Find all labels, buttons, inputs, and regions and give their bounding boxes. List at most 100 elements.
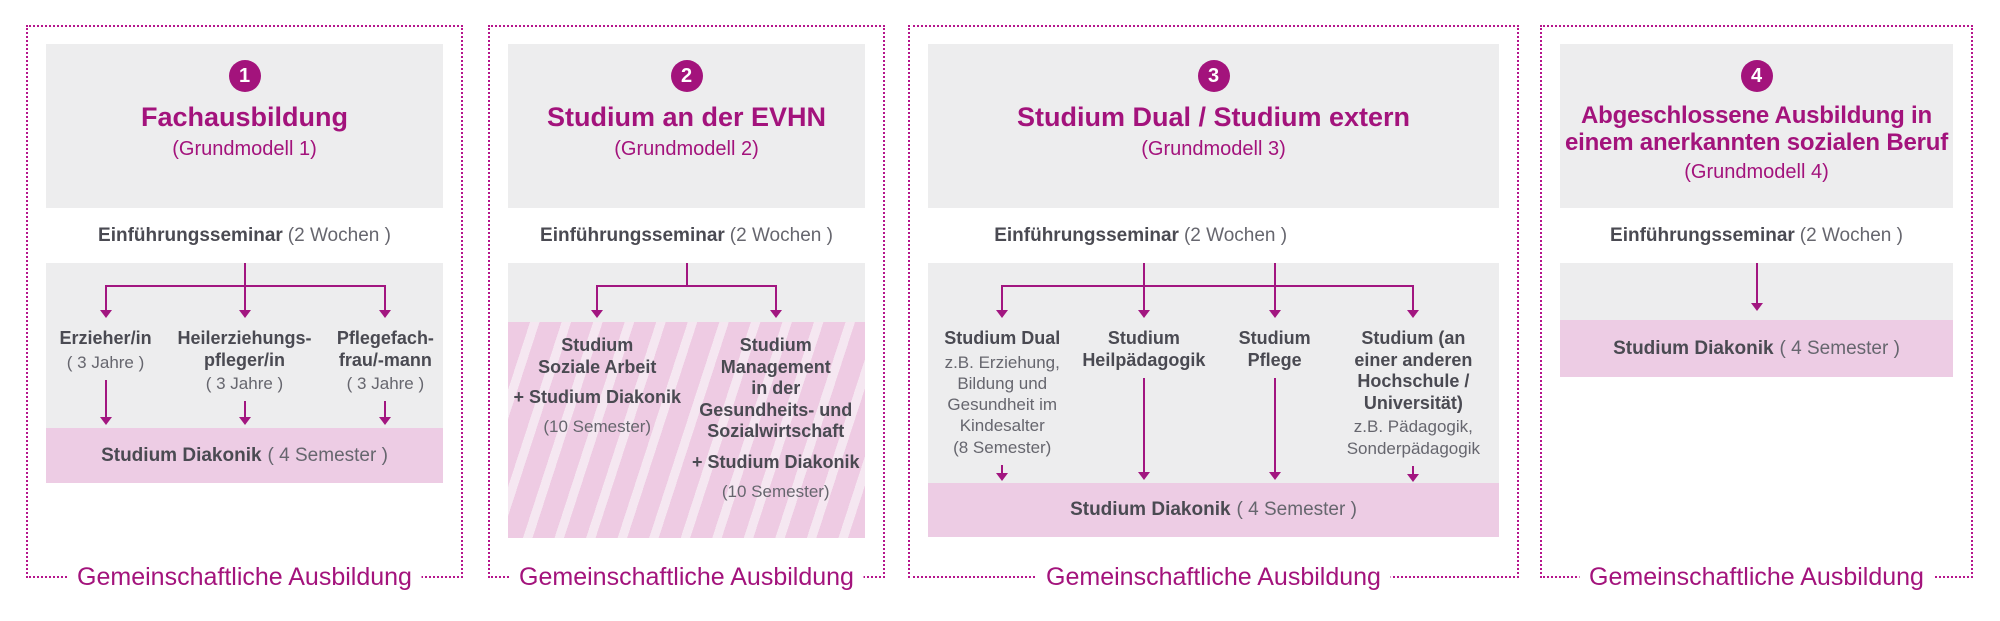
connector-line xyxy=(1412,285,1415,311)
arrow-down-icon xyxy=(591,310,604,318)
seminar-label: Einführungsseminar xyxy=(540,225,725,246)
arrow-head-icon xyxy=(1137,472,1150,480)
connector-line xyxy=(1755,263,1758,304)
arrow-head-icon xyxy=(996,472,1009,481)
branch-tree xyxy=(1560,263,1953,320)
result-note: ( 4 Semester ) xyxy=(1236,499,1357,520)
model-title: Studium an der EVHN xyxy=(546,102,827,132)
branch-note: ( 3 Jahre ) xyxy=(205,374,284,394)
studium-diakonik-box: Studium Diakonik ( 4 Semester ) xyxy=(46,428,443,483)
connector-bar xyxy=(1002,285,1414,287)
program-plus: + Studium Diakonik xyxy=(691,451,860,472)
integrated-study-box: Studium Soziale Arbeit + Studium Diakoni… xyxy=(508,322,865,538)
branch-note: z.B. Erziehung, Bildung und Gesundheit i… xyxy=(944,352,1060,457)
branch-studium-andere-hochschule: Studium (an einer anderen Hochschule / U… xyxy=(1338,318,1488,482)
arrow-down xyxy=(99,379,112,425)
panel-grundmodell-4: 4 Abgeschlossene Ausbildung in einem ane… xyxy=(1540,25,1973,592)
branch-text: Heilerziehungs- pfleger/in ( 3 Jahre ) xyxy=(177,328,311,394)
program-note: (10 Semester) xyxy=(721,481,830,501)
arrow-head-icon xyxy=(1268,472,1281,480)
arrow-down-icon xyxy=(1407,310,1420,318)
branch-text: Studium Heilpädagogik xyxy=(1082,328,1205,371)
branch-name: Pflegefach- frau/-mann xyxy=(336,328,434,370)
branch-name: Studium (an einer anderen Hochschule / U… xyxy=(1354,328,1473,413)
connector-line xyxy=(104,379,107,418)
branch-tree: Erzieher/in ( 3 Jahre ) Heilerziehungs- … xyxy=(46,263,443,428)
arrow-down-icon xyxy=(238,310,251,318)
program-plus: + Studium Diakonik xyxy=(513,387,682,408)
arrow-down-icon xyxy=(379,310,392,318)
branch-text: Studium (an einer anderen Hochschule / U… xyxy=(1347,328,1480,459)
branch-name: Erzieher/in xyxy=(59,328,152,348)
seminar-label: Einführungsseminar xyxy=(1610,225,1795,246)
program-name: Studium Management in der Gesundheits- u… xyxy=(699,335,853,442)
connector-line xyxy=(243,401,246,418)
seminar-line: Einführungsseminar(2 Wochen ) xyxy=(28,225,461,248)
seminar-line: Einführungsseminar(2 Wochen ) xyxy=(1542,225,1971,248)
bottom-label: Gemeinschaftliche Ausbildung xyxy=(1036,563,1391,592)
connector-stem xyxy=(1273,263,1276,285)
branch-text: Studium Pflege xyxy=(1239,328,1311,371)
arrow-down xyxy=(238,401,251,425)
result-name: Studium Diakonik xyxy=(101,444,262,466)
branch-note: z.B. Pädagogik, Sonderpädagogik xyxy=(1346,417,1480,458)
bottom-label: Gemeinschaftliche Ausbildung xyxy=(1579,563,1934,592)
model-subtitle: (Grundmodell 2) xyxy=(614,137,759,160)
branch-name: Studium Dual xyxy=(944,328,1061,348)
seminar-note: (2 Wochen ) xyxy=(287,225,391,246)
seminar-label: Einführungsseminar xyxy=(98,225,283,246)
model-number-badge: 1 xyxy=(228,60,261,92)
model-header: 3 Studium Dual / Studium extern (Grundmo… xyxy=(928,44,1499,208)
branch-tree xyxy=(508,263,865,322)
connector-line xyxy=(596,285,599,311)
branch-row: Studium Dual z.B. Erziehung, Bildung und… xyxy=(928,318,1499,483)
connector-line xyxy=(1273,378,1276,473)
connector-stem xyxy=(685,263,688,285)
model-header: 4 Abgeschlossene Ausbildung in einem ane… xyxy=(1560,44,1953,208)
result-name: Studium Diakonik xyxy=(1070,499,1231,520)
branch-row: Erzieher/in ( 3 Jahre ) Heilerziehungs- … xyxy=(46,318,443,428)
column-soziale-arbeit: Studium Soziale Arbeit + Studium Diakoni… xyxy=(500,335,695,437)
arrow-down xyxy=(379,401,392,425)
connector-line xyxy=(1001,285,1004,311)
seminar-label: Einführungsseminar xyxy=(994,225,1179,246)
arrow-down-icon xyxy=(1750,303,1763,311)
arrow-head-icon xyxy=(238,417,251,425)
seminar-note: (2 Wochen ) xyxy=(1183,225,1288,246)
model-number-badge: 4 xyxy=(1740,60,1773,92)
arrow-down-icon xyxy=(1137,310,1150,318)
arrow-head-icon xyxy=(379,417,392,425)
branch-name: Heilerziehungs- pfleger/in xyxy=(177,328,312,370)
connector-line xyxy=(1001,464,1004,474)
model-title: Abgeschlossene Ausbildung in einem anerk… xyxy=(1564,102,1949,157)
model-subtitle: (Grundmodell 1) xyxy=(172,137,317,160)
program-name: Studium Soziale Arbeit xyxy=(538,335,657,377)
connector-line xyxy=(104,285,107,311)
bottom-label: Gemeinschaftliche Ausbildung xyxy=(509,563,864,592)
panel-grundmodell-3: 3 Studium Dual / Studium extern (Grundmo… xyxy=(908,25,1519,592)
model-title: Studium Dual / Studium extern xyxy=(1016,102,1411,132)
branch-note: ( 3 Jahre ) xyxy=(346,374,425,394)
arrow-down-icon xyxy=(769,310,782,318)
model-title: Fachausbildung xyxy=(140,102,348,132)
column-management: Studium Management in der Gesundheits- u… xyxy=(678,335,873,502)
connector-line xyxy=(1142,378,1145,473)
connector-line xyxy=(384,401,387,418)
result-note: ( 4 Semester ) xyxy=(267,444,388,466)
connector-line xyxy=(774,285,777,311)
studium-diakonik-box: Studium Diakonik ( 4 Semester ) xyxy=(928,483,1499,537)
branch-studium-pflege: Studium Pflege xyxy=(1200,318,1350,480)
connector-line xyxy=(243,285,246,311)
branch-name: Studium Pflege xyxy=(1238,328,1311,370)
branch-text: Erzieher/in ( 3 Jahre ) xyxy=(60,328,152,373)
branch-studium-dual: Studium Dual z.B. Erziehung, Bildung und… xyxy=(927,318,1077,481)
model-subtitle: (Grundmodell 4) xyxy=(1684,161,1829,184)
seminar-note: (2 Wochen ) xyxy=(1799,225,1903,246)
program-note: (10 Semester) xyxy=(543,416,652,436)
arrow-down xyxy=(1137,378,1150,480)
arrow-head-icon xyxy=(99,417,112,425)
connector-stem xyxy=(1142,263,1145,285)
arrow-down xyxy=(1268,378,1281,480)
panel-grundmodell-2: 2 Studium an der EVHN (Grundmodell 2) Ei… xyxy=(488,25,885,592)
